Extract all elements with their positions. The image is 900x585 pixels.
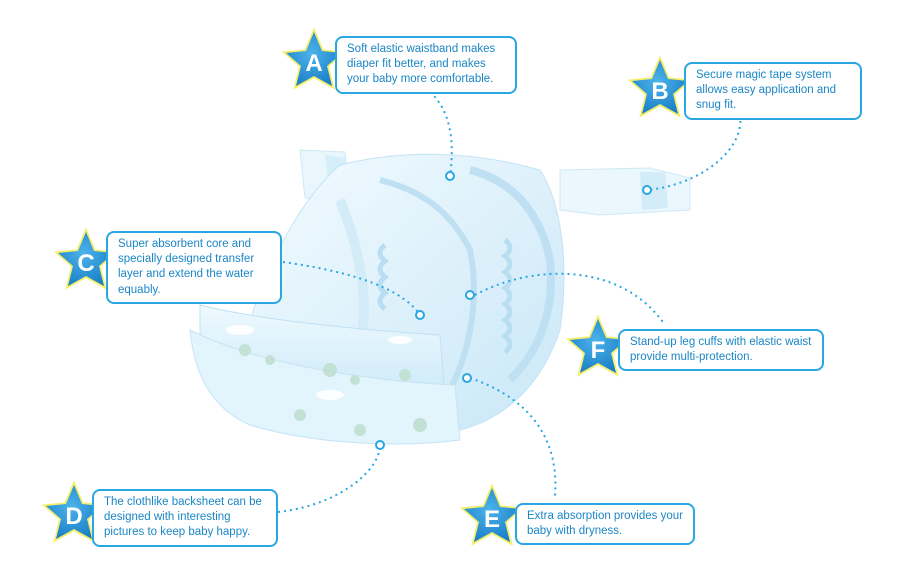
callout-c: Super absorbent core and specially desig… [106, 231, 282, 304]
anchor-b [642, 185, 652, 195]
leader-d [277, 444, 381, 513]
callout-d: The clothlike backsheet can be designed … [92, 489, 278, 547]
star-badge-f: F [565, 314, 631, 377]
anchor-a [445, 171, 455, 181]
star-letter-d: D [65, 503, 82, 530]
star-badge-b: B [627, 55, 693, 118]
leader-a [429, 91, 453, 177]
leader-lines [277, 91, 742, 513]
star-letter-f: F [591, 337, 606, 364]
star-badge-a: A [281, 27, 347, 90]
callout-f: Stand-up leg cuffs with elastic waist pr… [618, 329, 824, 372]
leader-f [474, 272, 666, 326]
star-badge-c: C [53, 227, 119, 290]
leader-c [282, 261, 421, 316]
anchor-e [462, 373, 472, 383]
callout-a: Soft elastic waistband makes diaper fit … [335, 36, 517, 94]
anchor-f [465, 290, 475, 300]
anchor-d [375, 440, 385, 450]
star-letter-b: B [651, 78, 668, 105]
star-letter-e: E [484, 506, 500, 533]
star-badge-d: D [41, 480, 107, 543]
callout-a-text: Soft elastic waistband makes diaper fit … [347, 43, 496, 86]
leader-b [646, 114, 742, 191]
callout-e: Extra absorption provides your baby with… [515, 503, 695, 546]
callout-b: Secure magic tape system allows easy app… [684, 62, 862, 120]
star-letter-c: C [77, 250, 94, 277]
star-letter-a: A [305, 50, 322, 77]
star-badge-e: E [459, 483, 525, 546]
callout-b-text: Secure magic tape system allows easy app… [696, 69, 837, 112]
callout-c-text: Super absorbent core and specially desig… [118, 238, 255, 296]
anchor-points [375, 171, 652, 450]
callout-e-text: Extra absorption provides your baby with… [527, 510, 683, 538]
leader-e [469, 377, 557, 497]
diaper-illustration [189, 149, 691, 445]
callout-d-text: The clothlike backsheet can be designed … [104, 496, 262, 539]
callout-f-text: Stand-up leg cuffs with elastic waist pr… [630, 336, 812, 364]
anchor-c [415, 310, 425, 320]
